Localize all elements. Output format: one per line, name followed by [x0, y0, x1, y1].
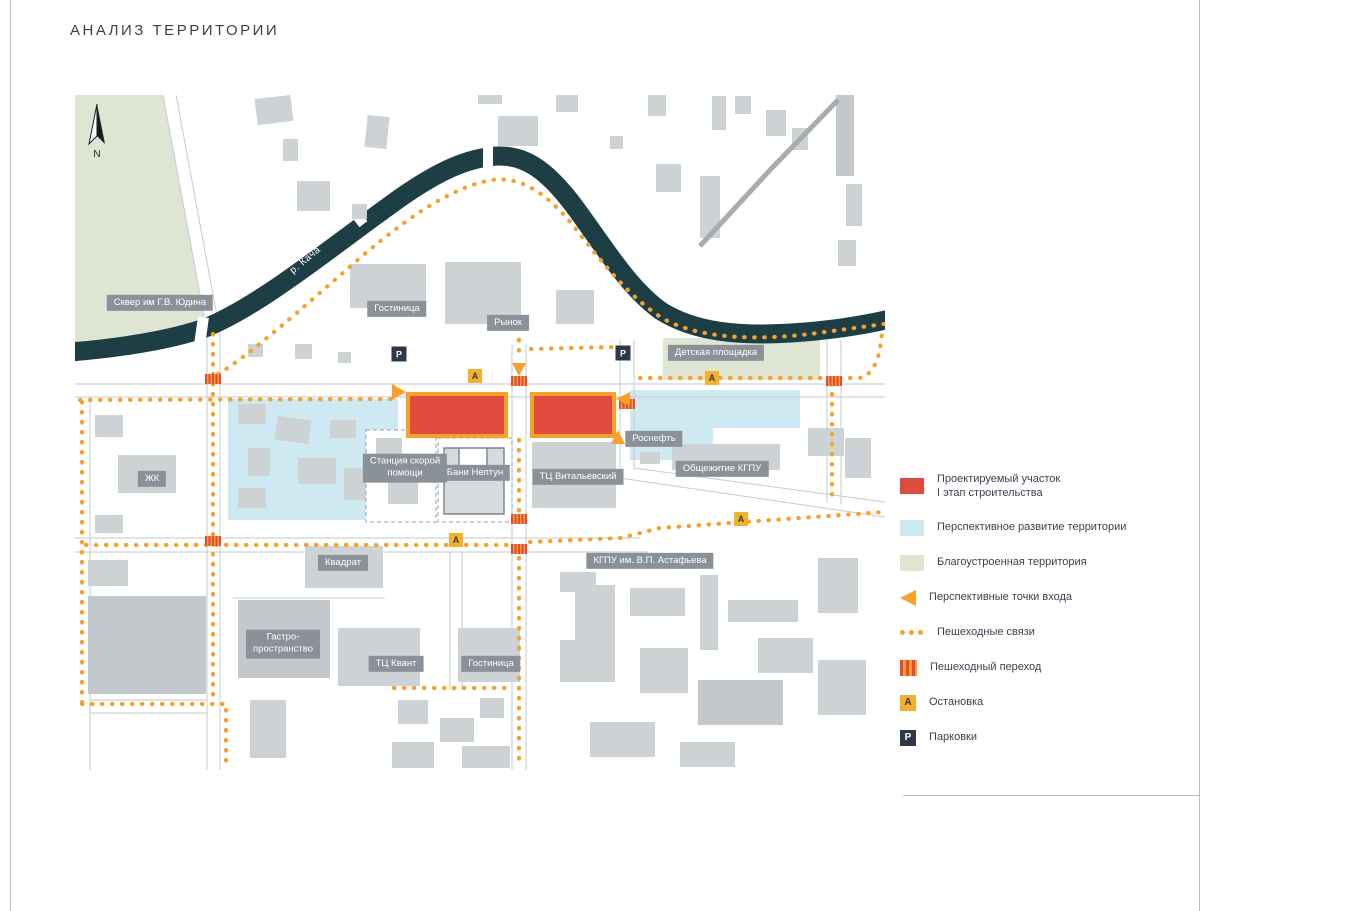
pedestrian-paths — [77, 177, 885, 770]
gray-road — [698, 98, 840, 248]
north-arrow-icon: N — [88, 103, 105, 160]
legend-item-pedestrian-crossing: Пешеходный переход — [900, 659, 1126, 676]
legend-item-project-area: Проектируемый участок I этап строительст… — [900, 472, 1126, 501]
project-site-2 — [530, 392, 616, 438]
project-area-swatch — [900, 478, 924, 495]
legend-label: Проектируемый участок I этап строительст… — [937, 473, 1061, 500]
right-frame-line — [1199, 0, 1200, 911]
map-label-market: Рынок — [487, 314, 529, 332]
legend-label: Парковки — [929, 731, 977, 744]
landscaped-area-swatch — [900, 554, 924, 571]
left-frame-line — [10, 0, 11, 911]
map-label-playground: Детская площадка — [667, 344, 765, 362]
legend-label: Пешеходные связи — [937, 626, 1035, 639]
map-label-gastro-space: Гастро- пространство — [246, 629, 320, 659]
entry-point-arrows — [392, 363, 630, 444]
parking-marker: Р — [391, 346, 407, 362]
territory-map-canvas: р. Кача — [75, 95, 885, 770]
map-label-residential: ЖК — [137, 470, 167, 488]
bus-stop-marker: А — [468, 369, 482, 383]
bus-stop-marker: А — [734, 512, 748, 526]
parking-icon: Р — [900, 729, 916, 746]
legend-label: Остановка — [929, 696, 984, 709]
legend: Проектируемый участок I этап строительст… — [900, 472, 1126, 746]
map-label-yudin-park: Сквер им Г.В. Юдина — [106, 294, 214, 312]
legend-label: Перспективное развитие территории — [937, 521, 1127, 534]
map-label-ambulance-station: Станция скорой помощи — [362, 453, 448, 483]
entry-arrow-icon — [616, 392, 630, 406]
legend-item-bus-stop: А Остановка — [900, 694, 1126, 711]
legend-label: Благоустроенная территория — [937, 556, 1087, 569]
projected-sites — [406, 392, 616, 438]
entry-point-arrow-icon — [900, 589, 916, 606]
bridge-gap — [194, 316, 209, 346]
perspective-area-swatch — [900, 519, 924, 536]
legend-item-perspective-area: Перспективное развитие территории — [900, 519, 1127, 536]
parking-marker: Р — [615, 345, 631, 361]
bottom-frame-line — [903, 795, 1199, 796]
map-label-mall-vitalevsky: ТЦ Витальевский — [532, 468, 624, 486]
entry-arrow-icon — [392, 384, 406, 400]
entry-arrow-icon — [611, 430, 625, 444]
map-label-hotel-south: Гостиница — [461, 655, 521, 673]
page-title: АНАЛИЗ ТЕРРИТОРИИ — [70, 22, 280, 39]
bridge-gap — [483, 142, 493, 168]
map-label-mall-kvant: ТЦ Квант — [368, 655, 424, 673]
map-label-kvadrat: Квадрат — [317, 554, 369, 572]
legend-label: Перспективные точки входа — [929, 591, 1072, 604]
north-label: N — [93, 149, 100, 160]
pedestrian-path-icon — [900, 630, 924, 636]
bus-stop-marker: А — [705, 371, 719, 385]
pedestrian-crossing-icon — [900, 659, 917, 676]
map-label-university: КГПУ им. В.П. Астафьева — [586, 552, 714, 570]
bus-stop-marker: А — [449, 533, 463, 547]
legend-item-landscaped-area: Благоустроенная территория — [900, 554, 1126, 571]
legend-item-parking: Р Парковки — [900, 729, 1126, 746]
project-site-1 — [406, 392, 508, 438]
pedestrian-crossings — [205, 374, 842, 554]
map-label-dormitory: Общежитие КГПУ — [675, 460, 769, 478]
entry-arrow-icon — [512, 363, 526, 376]
legend-label: Пешеходный переход — [930, 661, 1042, 674]
legend-item-entry-points: Перспективные точки входа — [900, 589, 1126, 606]
map-label-rosneft: Роснефть — [625, 430, 683, 448]
map-label-hotel-north: Гостиница — [367, 300, 427, 318]
map-label-bathhouse: Бани Нептун — [439, 464, 511, 482]
legend-item-pedestrian-paths: Пешеходные связи — [900, 625, 1126, 641]
bus-stop-icon: А — [900, 694, 916, 711]
